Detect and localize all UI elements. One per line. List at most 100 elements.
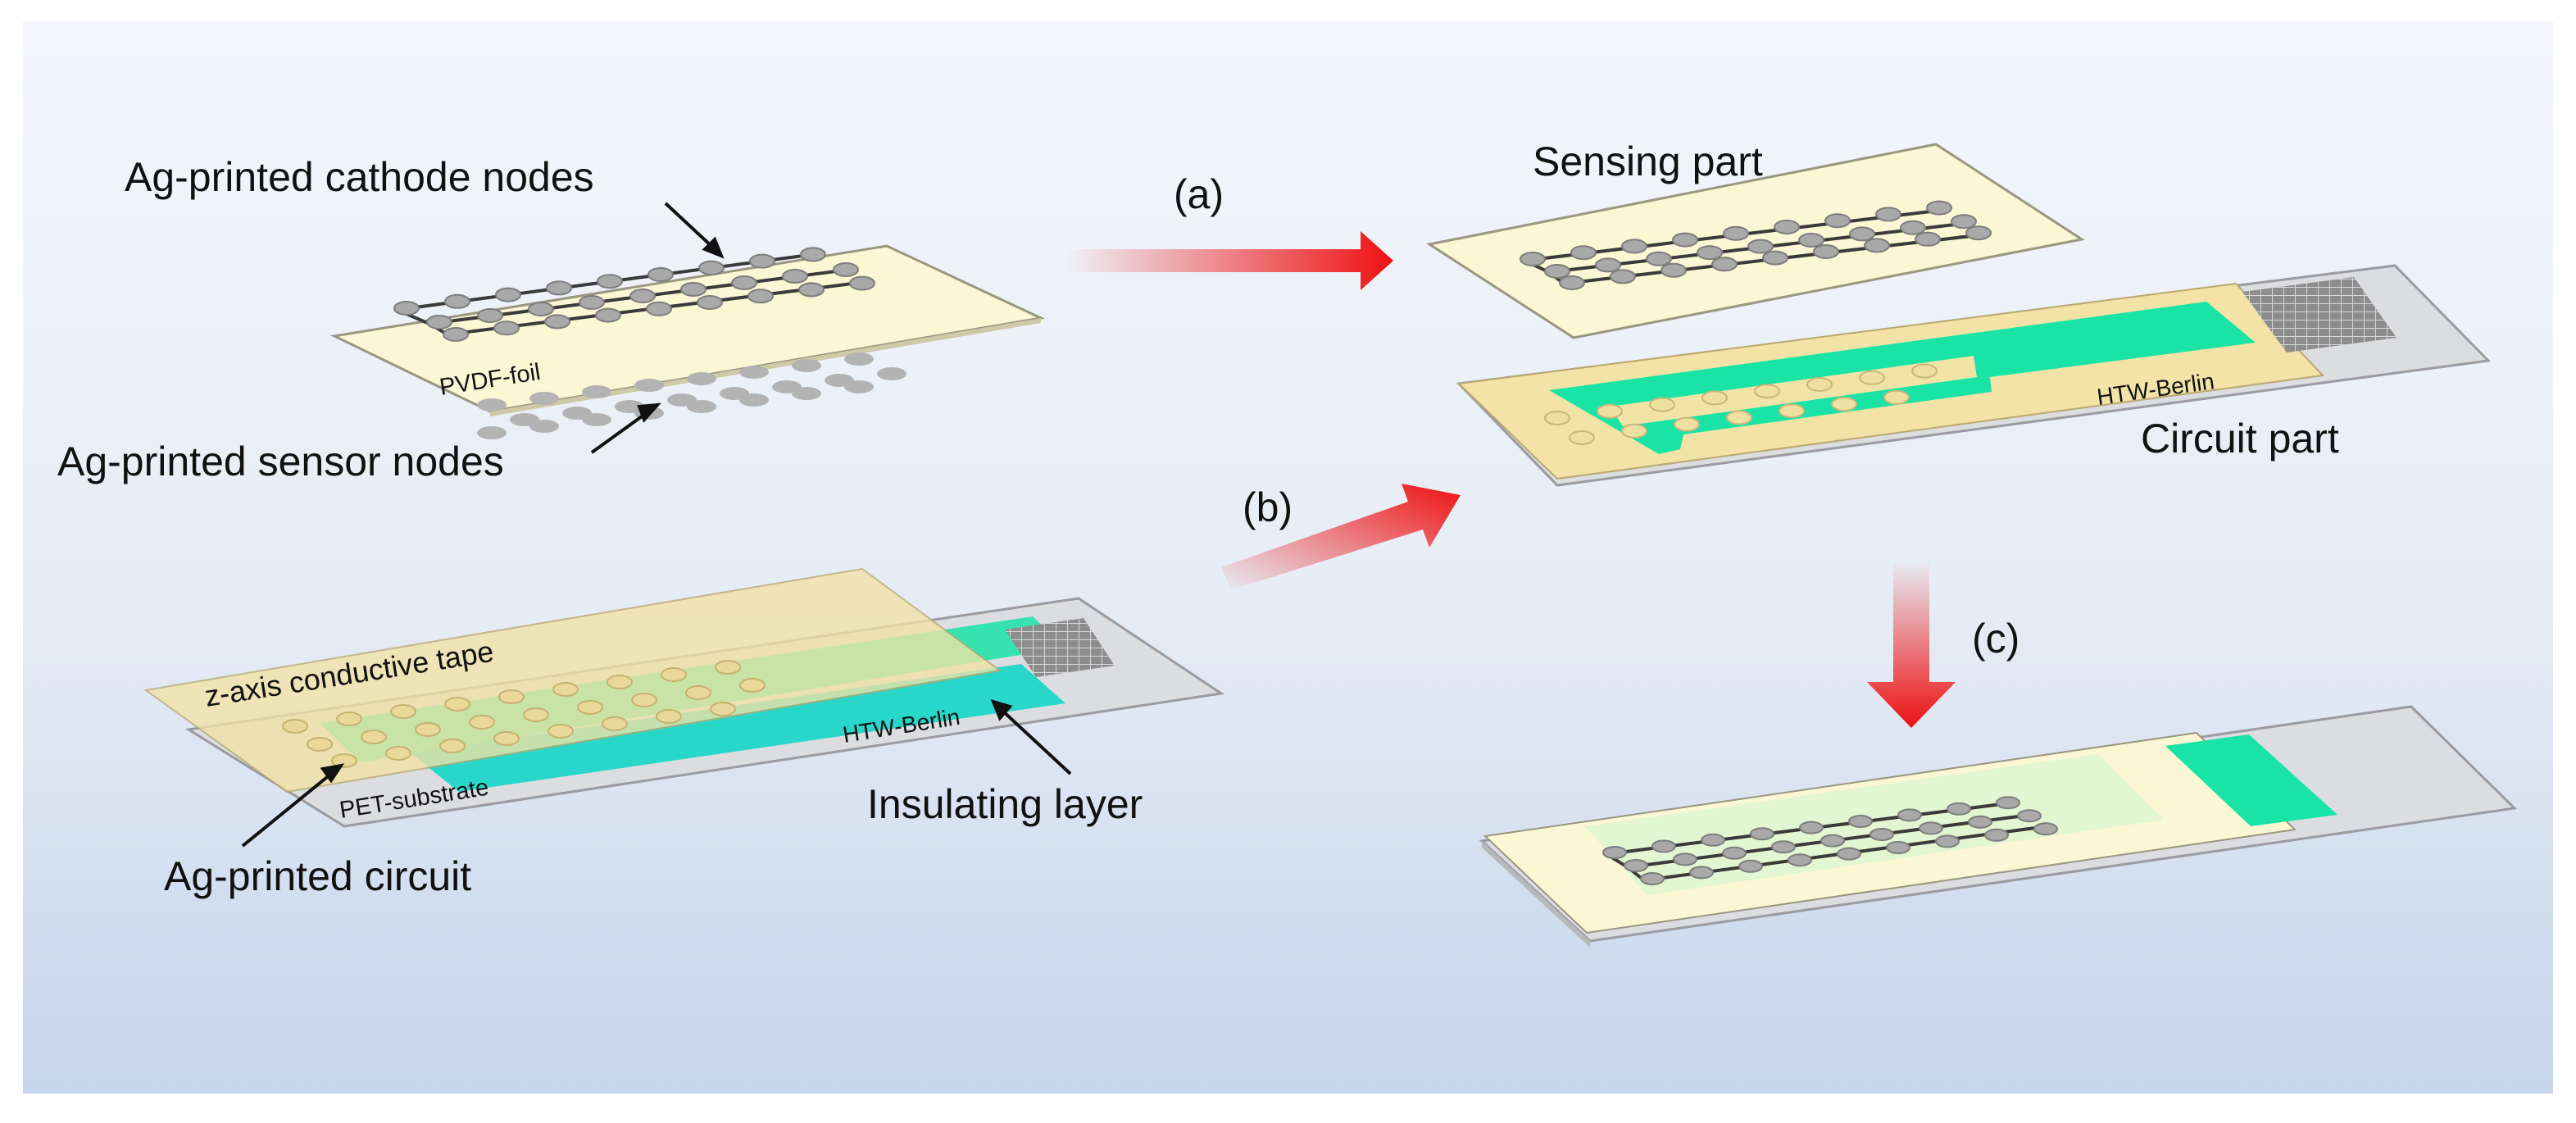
circuit-pad	[1806, 377, 1833, 392]
sensing-node	[1646, 251, 1672, 266]
layer-pad	[739, 678, 766, 693]
cathode-node	[546, 280, 572, 296]
cathode-node	[528, 302, 554, 316]
sensing-node	[1813, 244, 1839, 259]
cathode-node	[800, 247, 826, 262]
assembled-node	[1935, 834, 1960, 848]
sensing-node	[1774, 220, 1800, 234]
cathode-node	[477, 308, 503, 323]
sensing-part-panel	[1426, 143, 2085, 339]
cathode-node	[697, 295, 723, 310]
layer-pad	[602, 716, 628, 731]
cathode-pointer-arrow	[664, 202, 725, 259]
circuit-connector-grid	[2242, 277, 2397, 352]
cathode-node	[443, 327, 469, 342]
insulating-pointer-arrow	[990, 698, 1072, 775]
layer-pad	[336, 712, 362, 726]
assembled-node	[1820, 834, 1845, 848]
sensor-node	[687, 372, 716, 385]
assembled-node	[1870, 828, 1894, 841]
sensing-nodes	[1520, 200, 1992, 290]
sensor-node	[582, 413, 611, 426]
circuit-pad	[1726, 410, 1752, 425]
layer-pad	[523, 707, 549, 722]
sensing-node	[1723, 225, 1749, 241]
layer-pad	[607, 675, 633, 689]
circuit-pad	[1859, 370, 1885, 385]
assembled-node	[2033, 822, 2058, 836]
layer-pad	[469, 715, 495, 730]
sensor-node	[582, 385, 611, 398]
assembled-node	[1624, 859, 1648, 872]
assembled-node	[1919, 821, 1943, 835]
assembled-node	[1799, 821, 1824, 834]
circuit-green-inner	[1610, 356, 1977, 426]
insulating-layer-shape	[410, 664, 1065, 792]
assembled-node	[1897, 808, 1922, 822]
circuit-pad	[1754, 384, 1780, 399]
sensor-node	[739, 366, 769, 379]
layer-pad	[498, 689, 525, 704]
layer-pad	[282, 719, 308, 734]
pvdf-foil-edge	[490, 318, 1041, 416]
sensing-node	[1798, 233, 1824, 248]
sensing-node	[1711, 257, 1738, 272]
sensing-node	[1849, 226, 1875, 242]
circuit-pad	[1544, 411, 1570, 425]
layer-pad	[493, 731, 520, 746]
sensing-node	[1544, 264, 1570, 279]
circuit-pad	[1649, 397, 1675, 412]
assembled-node	[1640, 872, 1665, 885]
sensor-node	[529, 392, 559, 405]
assembled-node	[1738, 859, 1763, 873]
assembled-sensor-panel	[1479, 705, 2518, 948]
ag-circuit-label: Ag-printed circuit	[164, 853, 471, 899]
sensing-node	[1875, 207, 1901, 222]
sensing-node	[1864, 238, 1890, 253]
layer-pad	[631, 693, 657, 707]
sensing-node	[1747, 239, 1774, 254]
layer-pad	[547, 724, 574, 739]
circuit-pad	[1831, 397, 1857, 411]
cathode-node	[579, 295, 605, 310]
circuit-pad	[1674, 416, 1700, 432]
assembled-node	[2017, 809, 2042, 823]
connector-grid-left	[1005, 618, 1115, 677]
circuit-pads	[1544, 363, 1938, 445]
cathode-node	[849, 275, 875, 291]
sensing-node	[1824, 213, 1851, 229]
sensing-node	[1595, 257, 1621, 273]
arrow-a	[1067, 231, 1393, 290]
sensor-node	[792, 359, 821, 372]
assembled-node	[1996, 796, 2020, 810]
assembled-node	[1848, 815, 1873, 828]
layer-pad	[444, 697, 470, 712]
layer-pad	[577, 700, 603, 715]
sensor-node	[477, 426, 507, 439]
sensor-node	[739, 393, 769, 407]
sensing-node	[1900, 220, 1926, 235]
sensor-nodes	[477, 352, 906, 439]
sensing-node	[1951, 214, 1977, 230]
sensing-node	[1570, 245, 1597, 261]
cathode-node	[493, 321, 520, 336]
assembled-node	[1750, 827, 1774, 841]
sensor-node	[844, 380, 874, 393]
layer-pad	[307, 737, 333, 752]
cathode-node	[444, 293, 470, 309]
layer-pad	[439, 739, 466, 753]
circuit-pad	[1779, 403, 1805, 419]
circuit-layers-panel: z-axis conductive tape PET-substrate HTW…	[143, 567, 1225, 828]
sensing-node	[1926, 200, 1952, 216]
arrow-b	[1221, 484, 1461, 590]
assembled-node	[1701, 833, 1725, 847]
assembled-node	[1947, 802, 1971, 816]
assembled-node	[1837, 847, 1861, 861]
layer-pads	[282, 660, 766, 768]
sensing-node	[1661, 262, 1687, 278]
insulating-layer-label: Insulating layer	[867, 781, 1143, 827]
sensor-nodes-label: Ag-printed sensor nodes	[57, 439, 504, 484]
sensing-part-label: Sensing part	[1533, 139, 1763, 184]
step-a-label: (a)	[1174, 171, 1224, 217]
